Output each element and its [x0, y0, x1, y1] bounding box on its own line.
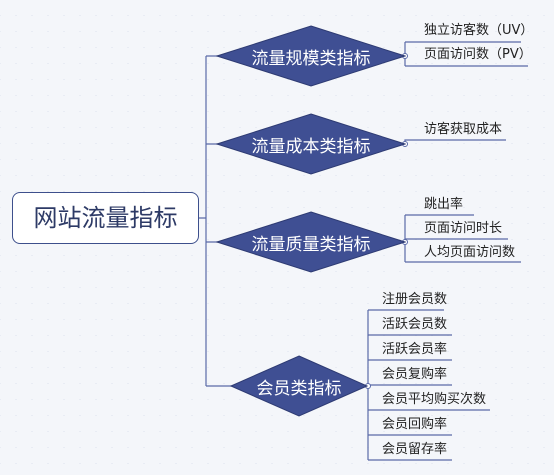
leaf-node: 会员复购率 [382, 367, 448, 382]
category-node-traffic-scale: 流量规模类指标 [216, 25, 406, 87]
category-node-traffic-quality: 流量质量类指标 [216, 211, 406, 273]
leaf-node: 访客获取成本 [424, 122, 503, 137]
leaf-node: 会员回购率 [382, 417, 448, 432]
category-label: 流量规模类指标 [251, 48, 371, 69]
leaf-node: 活跃会员数 [382, 317, 448, 332]
category-node-member: 会员类指标 [230, 355, 368, 417]
category-node-traffic-cost: 流量成本类指标 [216, 113, 406, 175]
leaf-node: 会员平均购买次数 [382, 392, 487, 407]
leaf-node: 活跃会员率 [382, 342, 448, 357]
leaf-node: 页面访问数（PV） [424, 47, 532, 62]
leaf-node: 会员留存率 [382, 442, 448, 457]
category-label: 会员类指标 [256, 378, 342, 399]
leaf-node: 人均页面访问数 [424, 245, 516, 260]
category-label: 流量成本类指标 [251, 136, 371, 157]
leaf-node: 跳出率 [424, 197, 464, 212]
leaf-node: 注册会员数 [382, 292, 448, 307]
leaf-node: 页面访问时长 [424, 221, 503, 236]
leaf-node: 独立访客数（UV） [424, 23, 534, 38]
category-label: 流量质量类指标 [251, 234, 371, 255]
root-node: 网站流量指标 [12, 192, 199, 244]
